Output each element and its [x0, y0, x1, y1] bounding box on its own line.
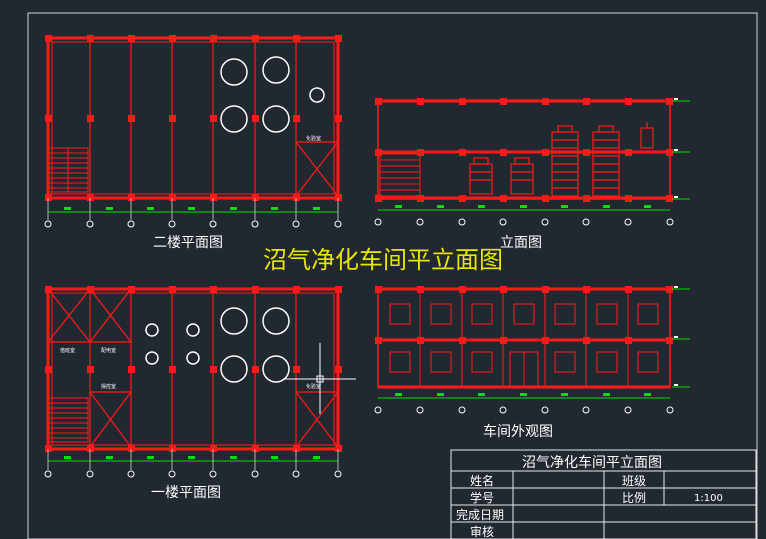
exterior-level-marks — [672, 286, 690, 388]
review-label: 审核 — [470, 524, 494, 539]
student-id-label: 学号 — [470, 490, 494, 505]
exterior-columns — [375, 286, 673, 344]
inner-wall — [51, 292, 335, 446]
exterior-windows — [389, 303, 659, 373]
entrance-door — [509, 351, 539, 388]
title-block: 沼气净化车间平立面图 姓名 班级 学号 比例 1:100 完成日期 审核 — [450, 449, 757, 539]
name-label: 姓名 — [470, 473, 494, 488]
scale-label: 比例 — [622, 491, 646, 505]
completion-date-label: 完成日期 — [456, 507, 504, 522]
stairs — [47, 147, 89, 193]
view-label-second-floor: 二楼平面图 — [153, 235, 223, 251]
class-label: 班级 — [622, 474, 646, 488]
tank-circles — [145, 307, 290, 383]
elevation-view: 立面图 — [374, 98, 690, 251]
partition-lines — [89, 40, 339, 197]
first-floor-plan: 值班室 配电室 操控室 化验室 一楼平面图 — [44, 286, 342, 501]
elevation-dimension-line — [374, 205, 674, 226]
drawing-frame — [27, 12, 758, 539]
title-block-title: 沼气净化车间平立面图 — [522, 454, 662, 471]
room-label-lab-top: 化验室 — [306, 135, 321, 142]
exterior-view: 车间外观图 — [374, 286, 690, 440]
view-label-elevation: 立面图 — [500, 235, 542, 251]
crosshair-cursor-icon — [285, 343, 356, 414]
room-label-c: 操控室 — [101, 383, 116, 390]
scale-value: 1:100 — [694, 493, 723, 504]
room-label-a: 值班室 — [60, 347, 75, 354]
second-floor-plan: 化验室 二楼平面图 — [44, 35, 342, 251]
columns — [45, 286, 342, 452]
view-label-exterior: 车间外观图 — [483, 423, 553, 440]
purification-equipment — [469, 122, 654, 197]
room-label-b: 配电室 — [101, 347, 116, 354]
tank-circles — [220, 56, 325, 133]
columns — [45, 35, 342, 201]
dimension-line — [44, 198, 342, 228]
exterior-dimension-line — [374, 393, 674, 414]
dimension-line — [44, 449, 342, 478]
inner-wall — [51, 41, 335, 195]
stairs — [47, 397, 89, 443]
main-drawing-title: 沼气净化车间平立面图 — [263, 246, 503, 274]
room-label-lab-bottom: 化验室 — [306, 383, 321, 390]
view-label-first-floor: 一楼平面图 — [151, 485, 221, 501]
elevation-stairs — [379, 153, 421, 197]
elevation-columns — [375, 98, 673, 202]
elevation-level-marks — [672, 98, 690, 200]
